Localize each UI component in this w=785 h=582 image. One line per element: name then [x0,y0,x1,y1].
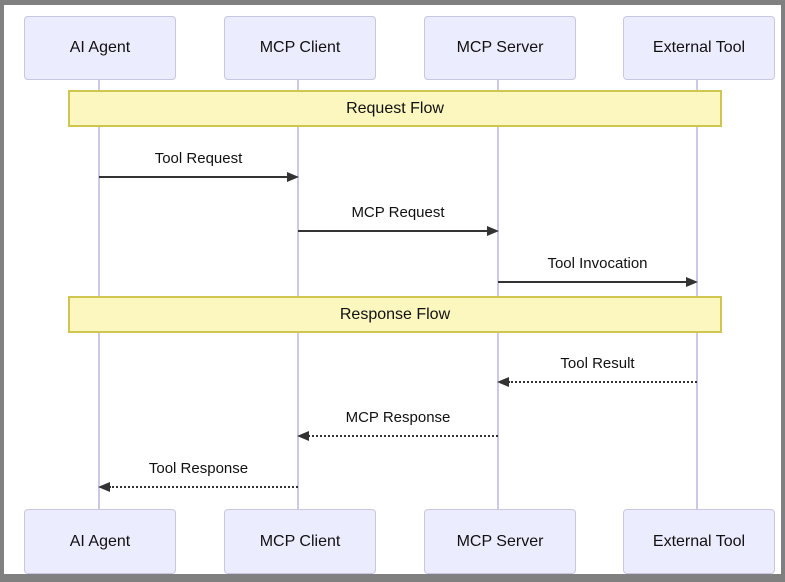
section-band-request-flow: Request Flow [68,90,722,127]
message-label: MCP Response [345,409,451,426]
arrowhead-left-icon [297,431,309,441]
message-line [498,281,687,283]
actor-label: External Tool [652,39,746,56]
actor-label: MCP Server [456,39,544,56]
actor-box-external-tool-bottom: External Tool [623,509,775,574]
section-band-response-flow: Response Flow [68,296,722,333]
arrowhead-right-icon [686,277,698,287]
message-label: Tool Result [560,355,635,372]
actor-box-ai-agent-top: AI Agent [24,16,176,80]
actor-box-mcp-server-bottom: MCP Server [424,509,576,574]
actor-box-mcp-server-top: MCP Server [424,16,576,80]
actor-label: AI Agent [69,532,131,550]
actor-box-mcp-client-bottom: MCP Client [224,509,376,574]
actor-label: External Tool [652,532,746,550]
lifeline-ai-agent [98,77,100,509]
section-label: Response Flow [339,305,451,323]
message-line [99,176,288,178]
message-line [308,435,498,437]
lifeline-mcp-server [497,77,499,509]
message-mcp-response: MCP Response [297,409,498,443]
message-mcp-request: MCP Request [298,204,499,238]
actor-box-mcp-client-top: MCP Client [224,16,376,80]
section-label: Request Flow [346,99,444,117]
message-tool-request: Tool Request [99,150,299,184]
message-label: Tool Response [148,460,249,477]
message-line [109,486,298,488]
arrowhead-left-icon [497,377,509,387]
message-tool-result: Tool Result [497,355,697,389]
message-label: Tool Invocation [547,255,648,272]
lifeline-external-tool [696,77,698,509]
arrowhead-left-icon [98,482,110,492]
actor-box-external-tool-top: External Tool [623,16,775,80]
message-label: MCP Request [351,204,445,221]
actor-label: MCP Server [456,532,544,550]
actor-box-ai-agent-bottom: AI Agent [24,509,176,574]
actor-label: MCP Client [259,532,341,550]
message-line [298,230,488,232]
lifeline-mcp-client [297,77,299,509]
actor-label: MCP Client [259,39,341,56]
message-line [508,381,697,383]
message-label: Tool Request [154,150,243,167]
arrowhead-right-icon [487,226,499,236]
arrowhead-right-icon [287,172,299,182]
actor-label: AI Agent [69,39,131,56]
message-tool-response: Tool Response [98,460,298,494]
message-tool-invocation: Tool Invocation [498,255,698,289]
